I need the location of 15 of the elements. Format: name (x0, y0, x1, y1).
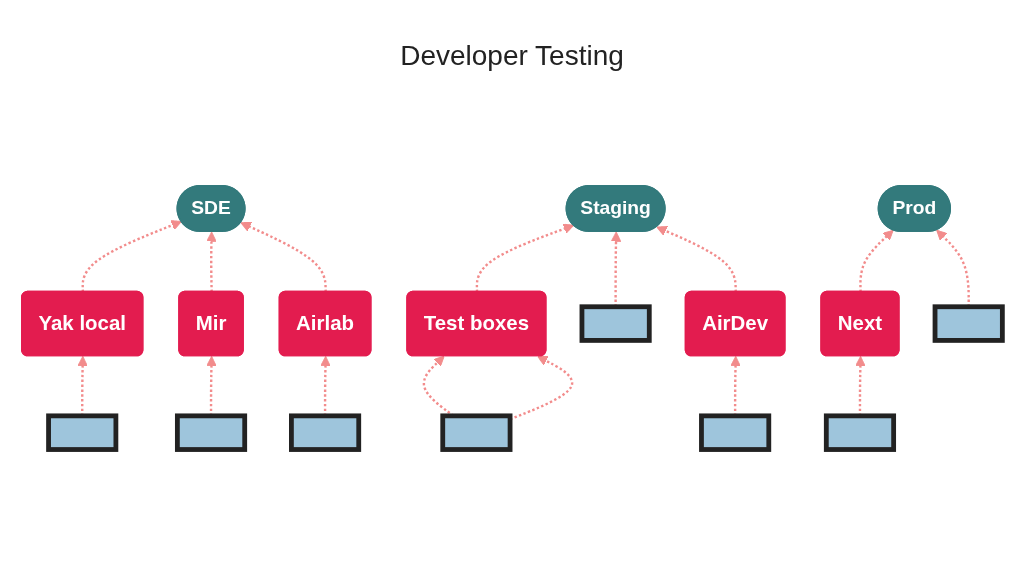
node-laptop (46, 413, 119, 453)
node-laptop (579, 304, 652, 344)
node-laptop (932, 304, 1005, 344)
arrow (656, 226, 737, 293)
arrow (859, 230, 894, 293)
arrow (240, 222, 327, 293)
node-laptop (823, 413, 897, 453)
arrow (475, 224, 575, 293)
node-laptop (174, 413, 248, 453)
node-laptop (699, 413, 772, 453)
node-laptop (289, 413, 362, 453)
arrow (81, 220, 182, 293)
node-laptop (440, 413, 513, 453)
diagram-title: Developer Testing (399, 39, 625, 73)
arrow (206, 231, 217, 293)
